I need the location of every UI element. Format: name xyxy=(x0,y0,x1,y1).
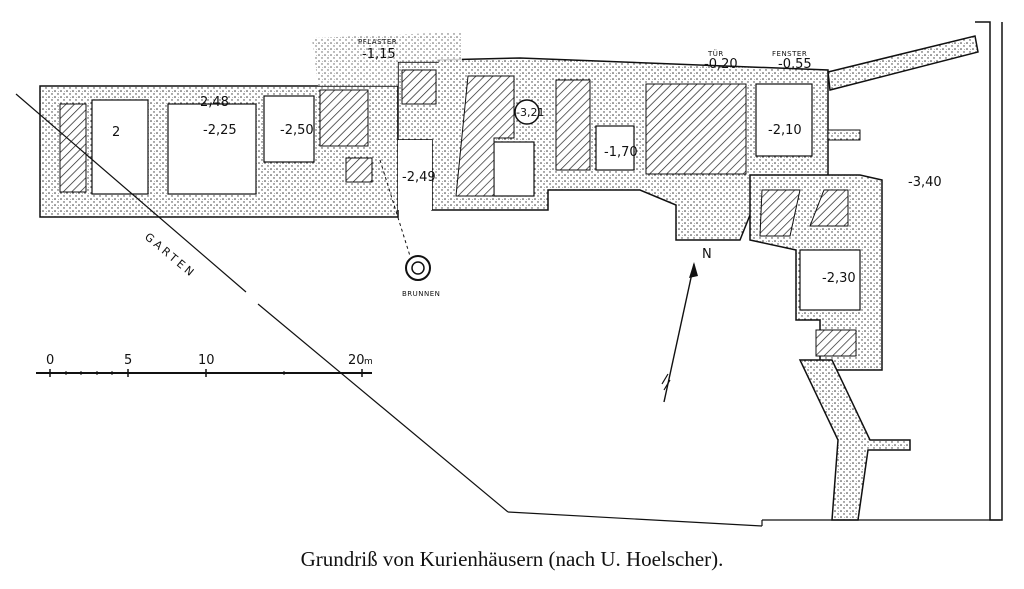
hatch-central-c xyxy=(645,83,747,175)
east-boundary-wall xyxy=(975,21,1003,521)
room-6 xyxy=(493,141,535,197)
room-level-1: 2 xyxy=(112,125,120,140)
room-10 xyxy=(799,249,861,311)
room-labels: 2 2,48 -2,25 -2,50 -2,49 -3,21 -1,70 -2,… xyxy=(112,95,942,286)
hatch-west-end xyxy=(59,103,87,193)
hatch-east-c xyxy=(815,329,857,357)
scale-unit: m xyxy=(364,357,373,367)
room-level-6: -3,21 xyxy=(516,106,544,119)
scale-tick-5: 5 xyxy=(124,353,132,368)
rooms xyxy=(91,83,861,311)
well-inner xyxy=(411,261,425,275)
room-3 xyxy=(167,103,257,195)
fenster-level: -0,55 xyxy=(778,57,812,72)
room-level-7: -1,70 xyxy=(604,145,638,160)
scale-bar: 0 5 10 20 m xyxy=(36,353,373,377)
room-level-8: -2,10 xyxy=(768,123,802,138)
hatch-central-b xyxy=(555,79,591,171)
scale-tick-0: 0 xyxy=(46,353,54,368)
room-level-9: -3,40 xyxy=(908,175,942,190)
room-1 xyxy=(91,99,149,195)
figure-caption: Grundriß von Kurienhäusern (nach U. Hoel… xyxy=(300,547,724,571)
hatch-east-b xyxy=(809,189,849,227)
hatch-well-structure xyxy=(401,69,437,105)
central-east-stub xyxy=(827,129,861,141)
room-level-5: -2,49 xyxy=(402,170,436,185)
north-arrow xyxy=(661,262,698,403)
pavement xyxy=(312,32,462,86)
pflaster-level: -1,15 xyxy=(362,47,396,62)
room-8 xyxy=(755,83,813,157)
room-7 xyxy=(595,125,635,171)
fenster-label: FENSTER xyxy=(772,50,807,58)
hatch-room-5b xyxy=(345,157,373,183)
room-4 xyxy=(263,95,315,163)
brunnen-label: BRUNNEN xyxy=(402,290,440,298)
open-court xyxy=(398,140,432,210)
hatch-east-a xyxy=(759,189,801,237)
spiral-stair xyxy=(514,99,540,125)
scale-tick-20: 20 xyxy=(348,353,365,368)
north-label: N xyxy=(702,247,712,262)
room-level-3: -2,25 xyxy=(203,123,237,138)
well xyxy=(379,159,431,281)
room-level-4: -2,50 xyxy=(280,123,314,138)
pflaster-label: PFLASTER xyxy=(358,38,397,46)
room-level-2: 2,48 xyxy=(200,95,229,110)
room-level-10: -2,30 xyxy=(822,271,856,286)
garten-label: GARTEN xyxy=(142,230,198,280)
hatch-room-5a xyxy=(319,89,369,147)
east-corridor-walls xyxy=(798,359,911,521)
tuer-level: -0,20 xyxy=(704,57,738,72)
tuer-label: TÜR xyxy=(707,49,724,58)
garden-boundary xyxy=(15,93,1000,527)
north-east-wall xyxy=(827,35,979,91)
hatched-masses xyxy=(59,69,857,357)
scale-tick-10: 10 xyxy=(198,353,215,368)
hatch-central-a xyxy=(455,75,515,197)
